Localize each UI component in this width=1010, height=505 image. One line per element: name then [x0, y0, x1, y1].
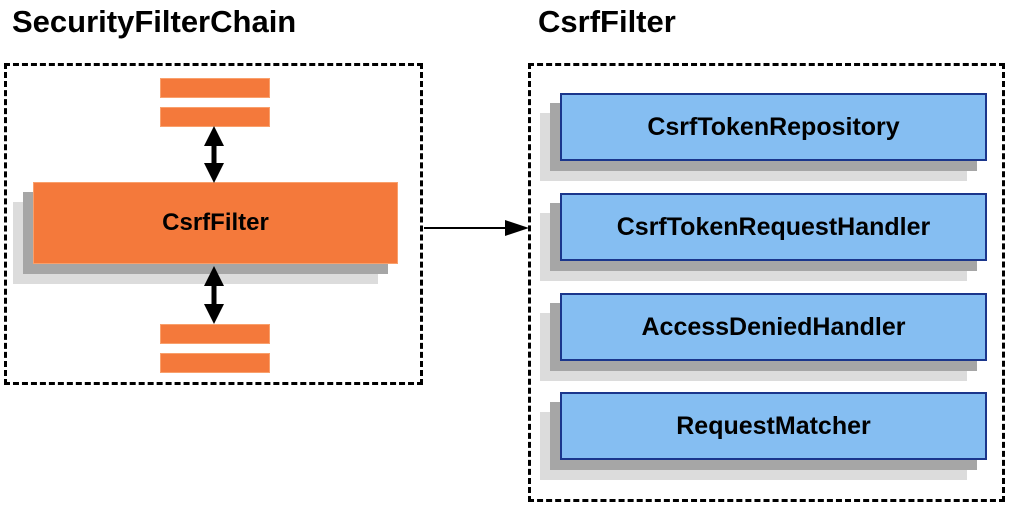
- csrf-token-repository-label: CsrfTokenRepository: [647, 112, 900, 141]
- csrf-filter-title: CsrfFilter: [538, 4, 676, 39]
- csrf-filter-container: [528, 63, 1005, 502]
- request-matcher-box: RequestMatcher: [560, 392, 987, 460]
- security-filter-chain-title: SecurityFilterChain: [12, 4, 297, 39]
- csrf-filter-node-label: CsrfFilter: [162, 209, 269, 236]
- access-denied-handler-box: AccessDeniedHandler: [560, 293, 987, 361]
- flow-arrow-icon: [424, 220, 529, 236]
- csrf-filter-node: CsrfFilter: [33, 182, 398, 264]
- csrf-token-request-handler-box: CsrfTokenRequestHandler: [560, 193, 987, 261]
- filter-placeholder-bar: [160, 353, 270, 373]
- request-matcher-label: RequestMatcher: [676, 411, 871, 440]
- csrf-token-repository-box: CsrfTokenRepository: [560, 93, 987, 161]
- security-filter-chain-container: [4, 63, 423, 385]
- filter-placeholder-bar: [160, 78, 270, 98]
- access-denied-handler-label: AccessDeniedHandler: [641, 312, 906, 341]
- filter-placeholder-bar: [160, 324, 270, 344]
- filter-placeholder-bar: [160, 107, 270, 127]
- csrf-token-request-handler-label: CsrfTokenRequestHandler: [616, 212, 931, 241]
